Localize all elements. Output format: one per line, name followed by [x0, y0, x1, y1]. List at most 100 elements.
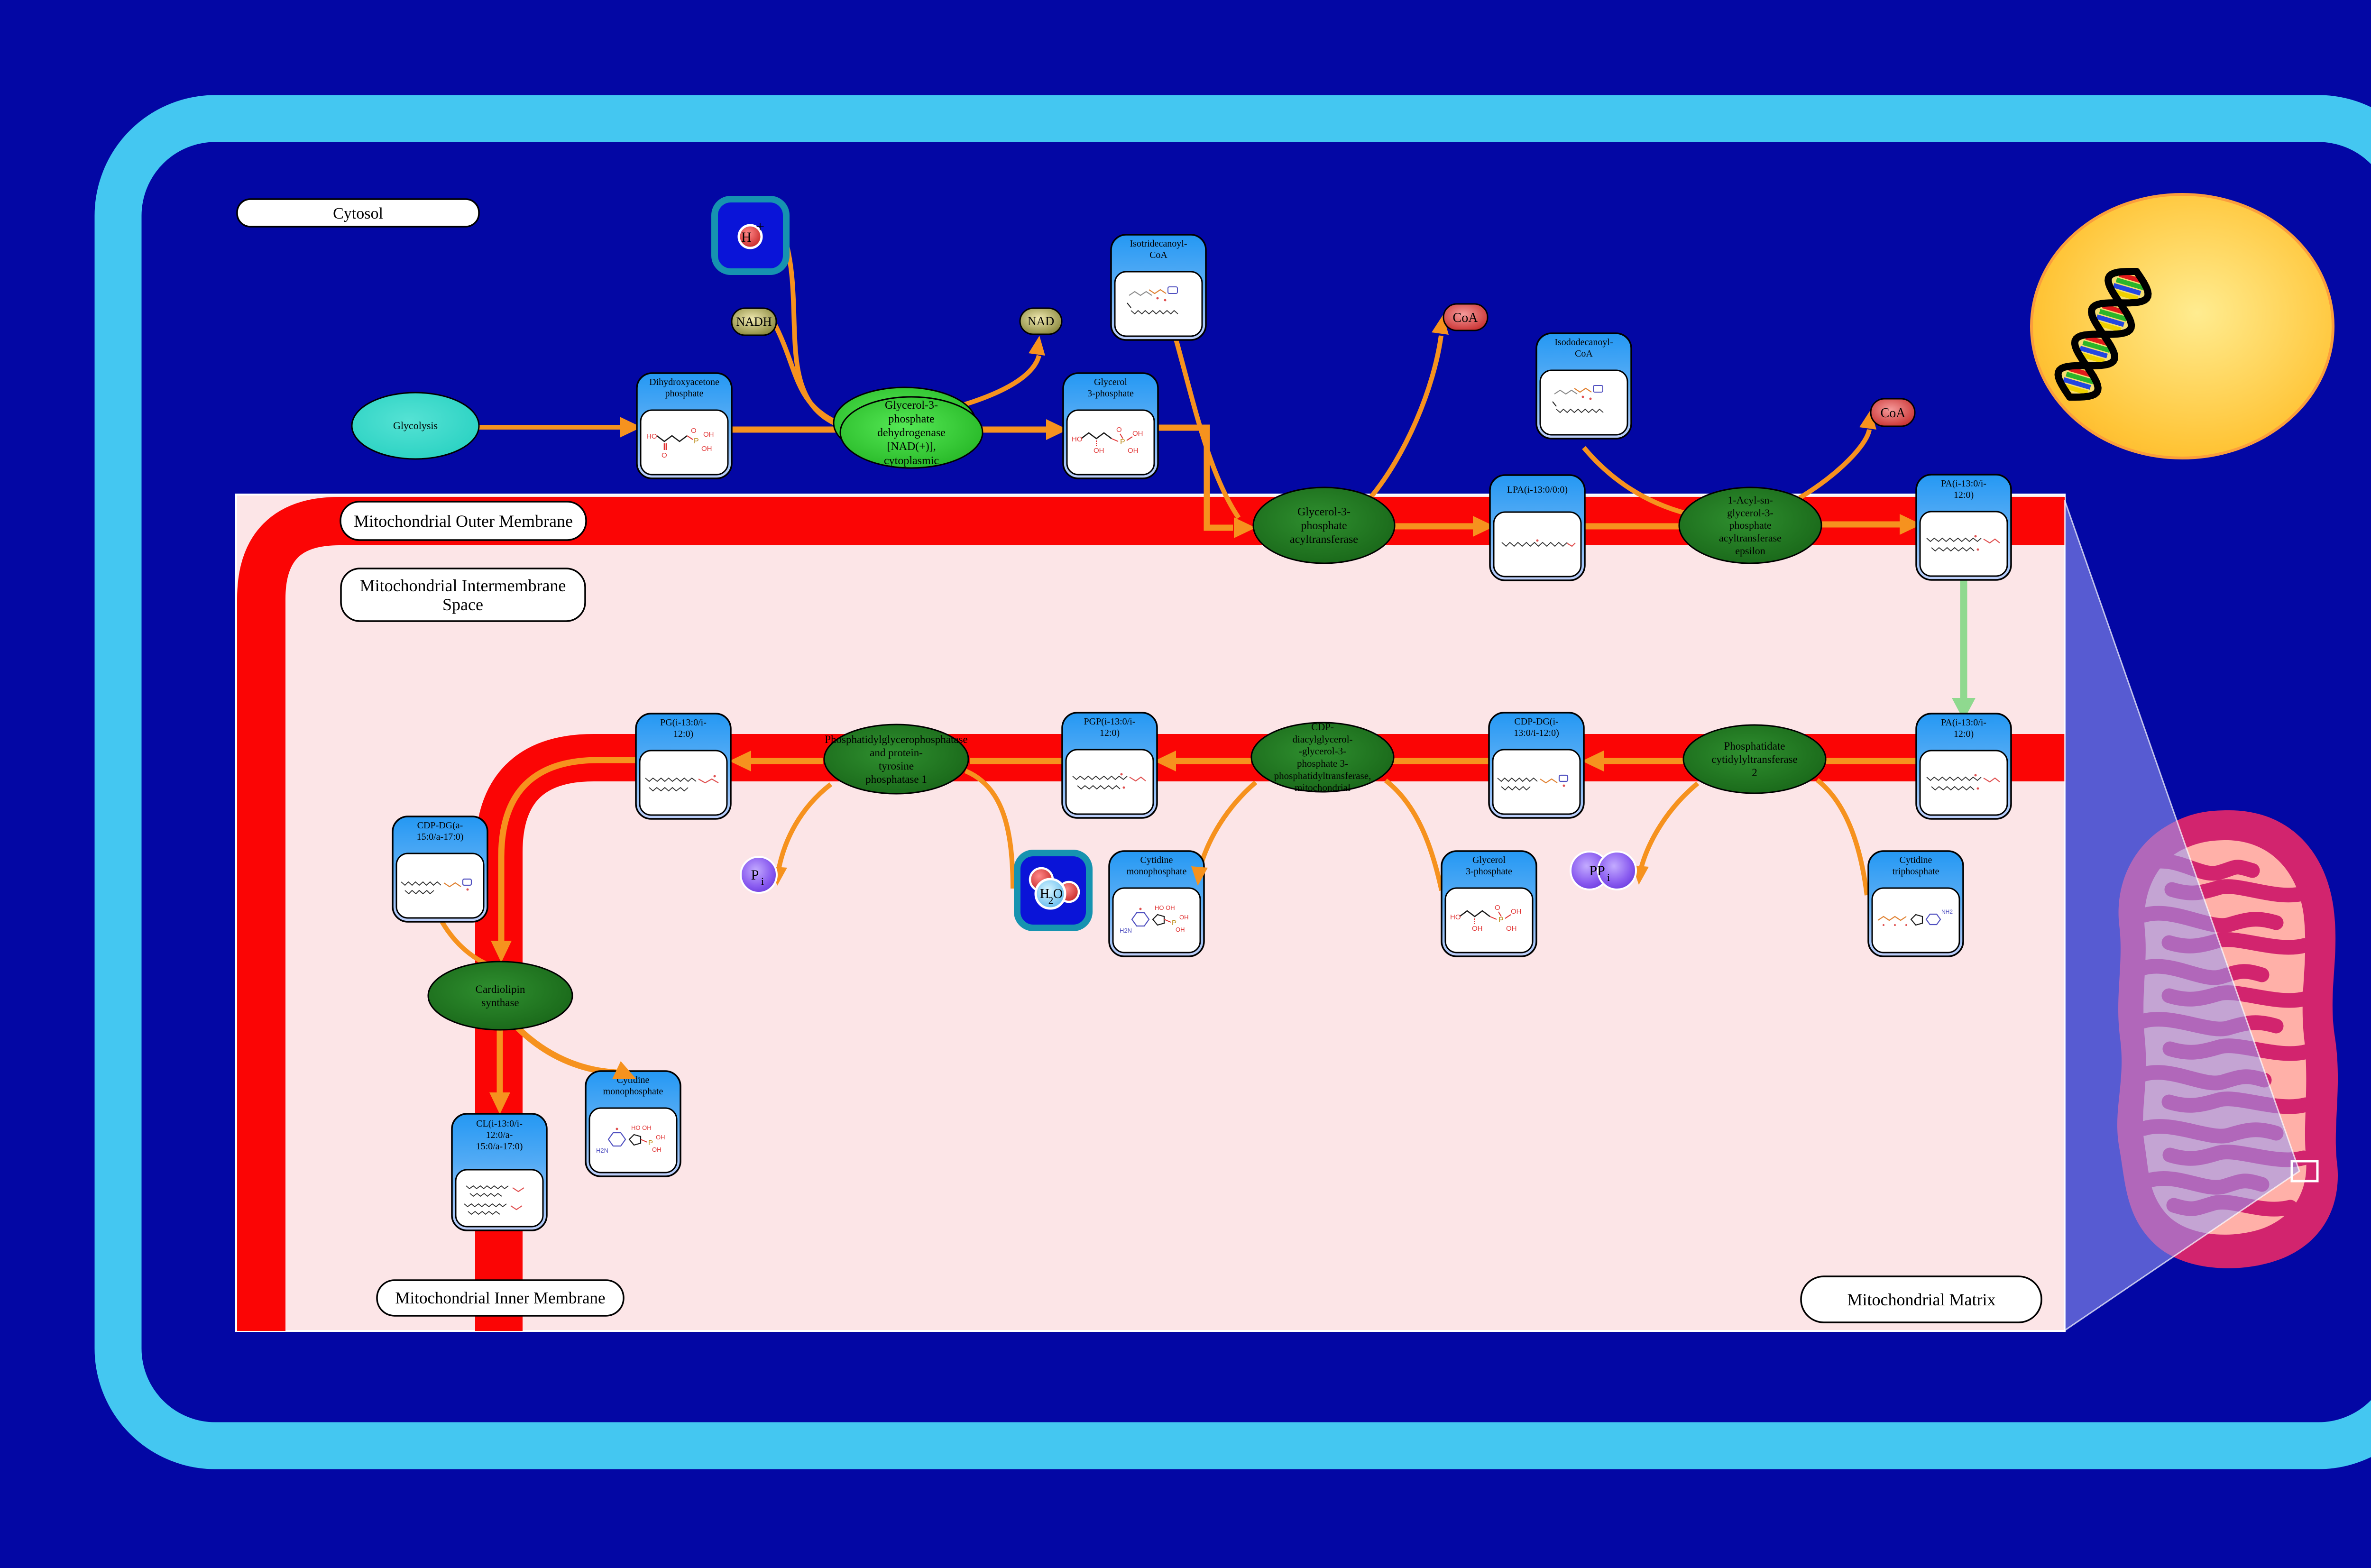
- svg-text:12:0): 12:0): [1954, 490, 1974, 500]
- svg-text:monophosphate: monophosphate: [603, 1086, 663, 1097]
- svg-text:OH: OH: [1511, 908, 1522, 916]
- svg-text:H: H: [741, 229, 752, 245]
- svg-text:12:0): 12:0): [673, 729, 693, 739]
- svg-text:Glycerol: Glycerol: [1472, 855, 1506, 865]
- svg-text:Glycerol: Glycerol: [1094, 377, 1127, 387]
- svg-text:Space: Space: [442, 595, 483, 614]
- svg-text:Mitochondrial Matrix: Mitochondrial Matrix: [1847, 1290, 1996, 1309]
- svg-text:OH: OH: [1132, 430, 1143, 438]
- svg-text:cytidylyltransferase: cytidylyltransferase: [1711, 753, 1797, 765]
- svg-text:PA(i-13:0/i-: PA(i-13:0/i-: [1941, 717, 1986, 728]
- svg-text:HO OH: HO OH: [1155, 904, 1175, 911]
- svg-text:Isododecanoyl-: Isododecanoyl-: [1554, 337, 1613, 348]
- svg-text:PG(i-13:0/i-: PG(i-13:0/i-: [660, 717, 707, 728]
- svg-text:PGP(i-13:0/i-: PGP(i-13:0/i-: [1084, 716, 1136, 727]
- svg-text:OH: OH: [1128, 447, 1139, 455]
- svg-text:Isotridecanoyl-: Isotridecanoyl-: [1130, 238, 1187, 249]
- svg-text:CoA: CoA: [1575, 348, 1593, 359]
- svg-text:i: i: [761, 875, 764, 887]
- svg-text:Cytidine: Cytidine: [1140, 855, 1173, 865]
- svg-text:mitochondrial: mitochondrial: [1295, 782, 1351, 793]
- svg-text:Glycolysis: Glycolysis: [393, 420, 438, 431]
- svg-text:2: 2: [1048, 895, 1054, 906]
- svg-text:12:0): 12:0): [1100, 728, 1120, 738]
- svg-text:H2N: H2N: [596, 1147, 608, 1154]
- svg-text:NAD: NAD: [1028, 314, 1054, 328]
- svg-text:P: P: [694, 437, 699, 445]
- svg-text:HO: HO: [1450, 913, 1461, 921]
- svg-text:HO: HO: [646, 432, 657, 440]
- svg-text:HO OH: HO OH: [631, 1124, 652, 1131]
- svg-text:Glycerol-3-: Glycerol-3-: [1297, 506, 1351, 518]
- svg-text:CDP-DG(a-: CDP-DG(a-: [417, 820, 463, 831]
- svg-text:Cytidine: Cytidine: [1900, 855, 1932, 865]
- svg-text:phosphatidyltransferase,: phosphatidyltransferase,: [1274, 770, 1371, 781]
- svg-text:[NAD(+)],: [NAD(+)],: [887, 440, 936, 453]
- svg-text:NH2: NH2: [1941, 908, 1953, 915]
- svg-text:OH: OH: [1506, 925, 1517, 933]
- svg-text:P: P: [1172, 919, 1176, 927]
- svg-text:PP: PP: [1589, 863, 1605, 879]
- svg-text:HO: HO: [1072, 435, 1083, 443]
- svg-text:Glycerol-3-: Glycerol-3-: [885, 399, 938, 412]
- svg-text:13:0/i-12:0): 13:0/i-12:0): [1514, 728, 1559, 738]
- svg-text:H2N: H2N: [1120, 927, 1132, 934]
- svg-text:acyltransferase: acyltransferase: [1719, 532, 1782, 544]
- svg-text:phosphate: phosphate: [665, 388, 703, 399]
- svg-text:O: O: [1495, 904, 1500, 912]
- svg-text:3-phosphate: 3-phosphate: [1087, 388, 1134, 399]
- svg-text:Phosphatidate: Phosphatidate: [1724, 740, 1785, 752]
- svg-text:OH: OH: [1094, 447, 1104, 455]
- svg-text:PA(i-13:0/i-: PA(i-13:0/i-: [1941, 478, 1986, 489]
- svg-text:CoA: CoA: [1149, 250, 1167, 260]
- svg-text:CL(i-13:0/i-: CL(i-13:0/i-: [476, 1119, 523, 1129]
- svg-text:phosphatase 1: phosphatase 1: [865, 773, 927, 785]
- svg-text:CDP-DG(i-: CDP-DG(i-: [1514, 716, 1558, 727]
- svg-text:OH: OH: [1179, 914, 1189, 921]
- svg-text:Phosphatidylglycerophosphatase: Phosphatidylglycerophosphatase: [825, 734, 968, 745]
- svg-text:OH: OH: [652, 1146, 662, 1153]
- svg-text:12:0): 12:0): [1954, 729, 1974, 739]
- svg-text:triphosphate: triphosphate: [1893, 866, 1939, 877]
- svg-text:+: +: [756, 218, 764, 235]
- svg-text:O: O: [1116, 426, 1122, 434]
- svg-text:CDP-: CDP-: [1311, 721, 1334, 733]
- svg-text:phosphate: phosphate: [888, 413, 934, 425]
- svg-text:dehydrogenase: dehydrogenase: [877, 427, 946, 439]
- svg-text:OH: OH: [703, 431, 714, 439]
- svg-text:diacylglycerol-: diacylglycerol-: [1292, 734, 1352, 745]
- svg-text:12:0/a-: 12:0/a-: [486, 1130, 513, 1140]
- svg-text:i: i: [1607, 871, 1610, 883]
- svg-text:P: P: [648, 1139, 653, 1147]
- svg-text:OH: OH: [1472, 925, 1483, 933]
- svg-text:3-phosphate: 3-phosphate: [1466, 866, 1512, 877]
- svg-text:LPA(i-13:0/0:0): LPA(i-13:0/0:0): [1507, 485, 1568, 495]
- svg-text:monophosphate: monophosphate: [1127, 866, 1187, 877]
- svg-text:Mitochondrial Inner Membrane: Mitochondrial Inner Membrane: [395, 1289, 605, 1307]
- svg-text:2: 2: [1752, 767, 1757, 779]
- svg-text:tyrosine: tyrosine: [879, 760, 914, 772]
- svg-text:1-Acyl-sn-: 1-Acyl-sn-: [1728, 494, 1773, 506]
- svg-text:cytoplasmic: cytoplasmic: [884, 455, 939, 467]
- svg-text:Mitochondrial Outer Membrane: Mitochondrial Outer Membrane: [354, 512, 573, 531]
- svg-text:OH: OH: [701, 445, 712, 453]
- svg-text:acyltransferase: acyltransferase: [1290, 533, 1358, 546]
- svg-text:phosphate: phosphate: [1729, 519, 1771, 531]
- svg-text:Dihydroxyacetone: Dihydroxyacetone: [649, 377, 719, 387]
- svg-text:Cytosol: Cytosol: [333, 205, 383, 222]
- svg-text:P: P: [1498, 916, 1504, 924]
- svg-text:synthase: synthase: [481, 997, 519, 1009]
- svg-text:CoA: CoA: [1881, 406, 1906, 421]
- svg-text:O: O: [662, 451, 667, 459]
- svg-text:epsilon: epsilon: [1735, 545, 1765, 557]
- svg-text:O: O: [691, 427, 697, 435]
- svg-text:15:0/a-17:0): 15:0/a-17:0): [476, 1141, 523, 1152]
- svg-text:Mitochondrial Intermembrane: Mitochondrial Intermembrane: [360, 576, 566, 595]
- svg-text:phosphate 3-: phosphate 3-: [1297, 758, 1348, 769]
- svg-text:Cardiolipin: Cardiolipin: [476, 983, 525, 995]
- svg-text:glycerol-3-: glycerol-3-: [1727, 507, 1774, 519]
- svg-text:OH: OH: [1176, 926, 1185, 933]
- svg-text:NADH: NADH: [736, 315, 772, 329]
- svg-text:-glycerol-3-: -glycerol-3-: [1299, 745, 1346, 757]
- svg-text:H: H: [1040, 887, 1049, 901]
